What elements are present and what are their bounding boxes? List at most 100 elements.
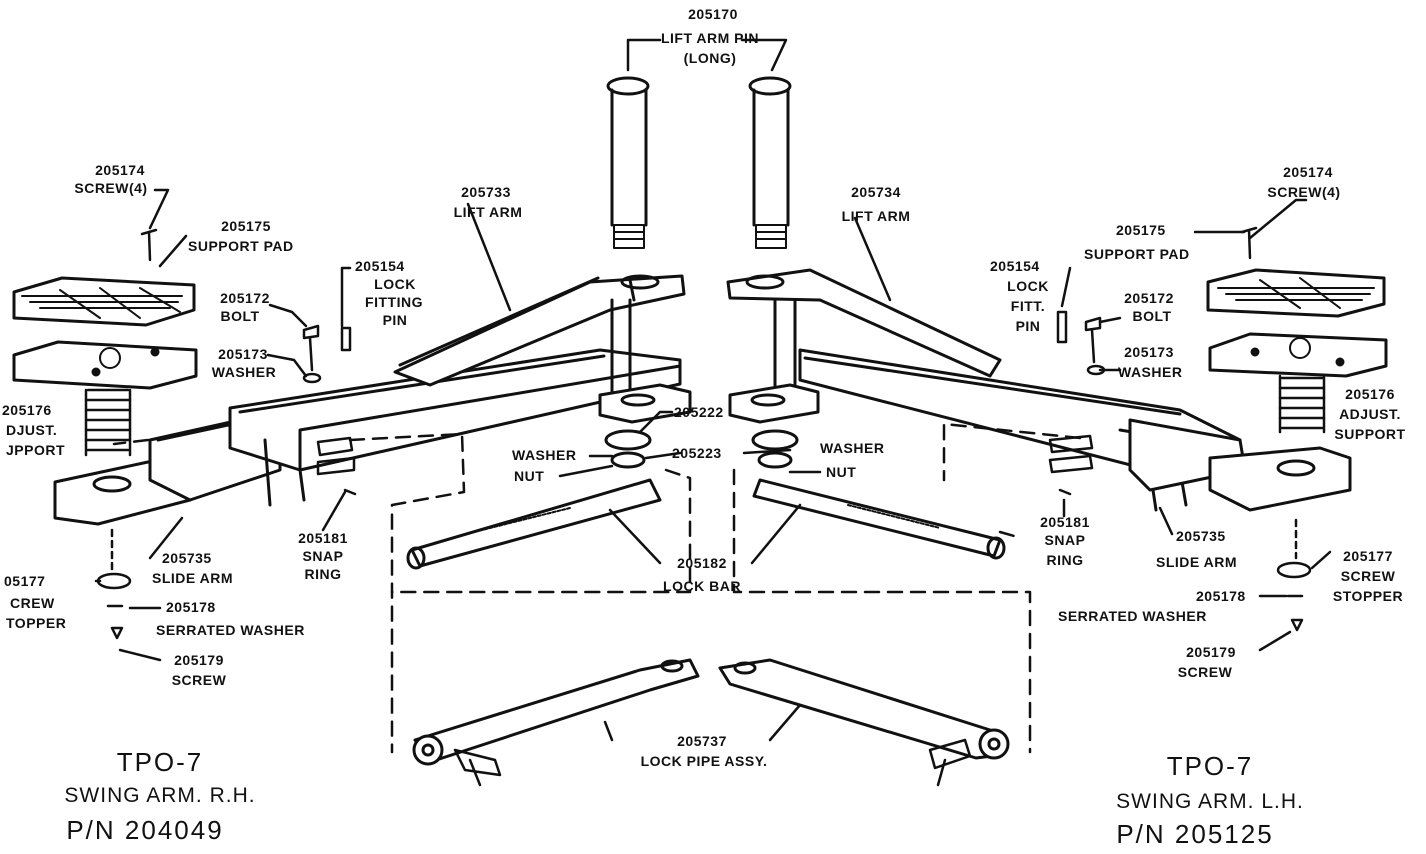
left-stopper-name-2: TOPPER	[6, 615, 67, 631]
left-slide-name: SLIDE ARM	[152, 570, 233, 586]
left-serrated-part-number: 205178	[166, 599, 216, 615]
left-snap-part-number: 205181	[298, 530, 348, 546]
right-lift-arm-pin	[748, 76, 792, 249]
right-pin-name-3: PIN	[1015, 318, 1041, 334]
center-washer-name-right: WASHER	[820, 440, 885, 456]
center-lockbar-name: LOCK BAR	[663, 578, 741, 594]
left-title: TPO-7	[116, 747, 204, 777]
left-snap-name-2: RING	[304, 566, 342, 582]
right-bolt-part-number: 205172	[1124, 290, 1174, 306]
left-lock-bar	[406, 478, 662, 570]
center-pin-note: (LONG)	[683, 50, 737, 66]
left-bolt-name: BOLT	[220, 308, 260, 324]
right-title: TPO-7	[1166, 751, 1254, 781]
left-lift-arm	[393, 274, 686, 412]
right-adjust-part-number: 205176	[1345, 386, 1395, 402]
assembly-dashed-lines	[112, 422, 1082, 754]
left-adjust-name-2: JPPORT	[6, 442, 66, 458]
right-stopper-name-2: STOPPER	[1332, 588, 1404, 604]
right-pivot-plate	[728, 383, 820, 424]
left-lift-arm-pin	[606, 76, 650, 249]
right-serrated-part-number: 205178	[1196, 588, 1246, 604]
right-snap-name-2: RING	[1046, 552, 1084, 568]
right-pad-part-number: 205175	[1116, 222, 1166, 238]
left-screw2-part-number: 205179	[174, 652, 224, 668]
leader-lines	[94, 38, 1332, 742]
left-bottom-fasteners	[96, 528, 132, 640]
right-bottom-fasteners	[1276, 518, 1312, 632]
left-small-fasteners	[140, 228, 357, 496]
left-adjust-part-number: 205176	[2, 402, 52, 418]
right-support-pad	[1206, 268, 1386, 318]
center-nut-name-right: NUT	[826, 464, 857, 480]
center-washer-name-left: WASHER	[512, 447, 577, 463]
left-stopper-name-1: CREW	[10, 595, 55, 611]
right-stopper-name-1: SCREW	[1340, 568, 1396, 584]
left-support-plate	[12, 340, 198, 390]
left-slide-part-number: 205735	[162, 550, 212, 566]
left-screw-name: SCREW(4)	[74, 180, 148, 196]
right-arm-name: LIFT ARM	[841, 208, 911, 224]
left-washer-name: WASHER	[211, 364, 277, 380]
left-part-number: P/N 204049	[66, 815, 224, 845]
right-snap-part-number: 205181	[1040, 514, 1090, 530]
right-slide-part-number: 205735	[1176, 528, 1226, 544]
right-lock-bar	[752, 478, 1006, 560]
center-pin-part-number: 205170	[688, 6, 738, 22]
left-adjust-support	[84, 388, 132, 457]
left-screw2-name: SCREW	[171, 672, 227, 688]
center-nut-part-number: 205223	[672, 445, 722, 461]
right-pin-name-2: FITT.	[1010, 298, 1046, 314]
right-screw-part-number: 205174	[1283, 164, 1333, 180]
left-arm-part-number: 205733	[461, 184, 511, 200]
right-lock-pipe	[718, 658, 1010, 787]
left-adjust-name-1: DJUST.	[6, 422, 58, 438]
left-support-pad	[12, 276, 196, 327]
center-pin-name: LIFT ARM PIN	[660, 30, 760, 46]
right-bolt-name: BOLT	[1132, 308, 1172, 324]
left-lock-pipe	[412, 658, 700, 787]
right-lift-arm	[726, 268, 1002, 412]
left-arm-name: LIFT ARM	[453, 204, 523, 220]
right-snap-name-1: SNAP	[1044, 532, 1086, 548]
right-stopper-part-number: 205177	[1343, 548, 1393, 564]
right-screw-name: SCREW(4)	[1267, 184, 1341, 200]
right-adjust-name-2: SUPPORT	[1334, 426, 1406, 442]
right-washer-name: WASHER	[1118, 364, 1183, 380]
left-pin-name-1: LOCK	[374, 276, 416, 292]
left-stopper-part-number: 05177	[4, 573, 46, 589]
right-arm-part-number: 205734	[851, 184, 901, 200]
right-slide-name: SLIDE ARM	[1156, 554, 1237, 570]
right-part-number: P/N 205125	[1116, 819, 1274, 849]
right-pin-name-1: LOCK	[1007, 278, 1049, 294]
left-pin-name-2: FITTING	[365, 294, 423, 310]
left-screw-part-number: 205174	[95, 162, 145, 178]
right-pad-name: SUPPORT PAD	[1084, 246, 1190, 262]
center-washer-part-number: 205222	[674, 404, 724, 420]
left-pin-part-number: 205154	[355, 258, 405, 274]
center-washer-right	[751, 429, 799, 469]
center-nut-name-left: NUT	[514, 468, 545, 484]
right-pin-part-number: 205154	[990, 258, 1040, 274]
left-pad-part-number: 205175	[221, 218, 271, 234]
left-snap-name-1: SNAP	[302, 548, 344, 564]
right-screw2-name: SCREW	[1177, 664, 1233, 680]
right-subtitle: SWING ARM. L.H.	[1116, 790, 1304, 813]
right-screw2-part-number: 205179	[1186, 644, 1236, 660]
left-bolt-part-number: 205172	[220, 290, 270, 306]
left-pad-name: SUPPORT PAD	[188, 238, 294, 254]
left-subtitle: SWING ARM. R.H.	[64, 784, 256, 807]
left-washer-part-number: 205173	[218, 346, 268, 362]
right-serrated-name: SERRATED WASHER	[1058, 608, 1207, 624]
right-slide-foot	[1208, 446, 1352, 512]
center-lockpipe-name: LOCK PIPE ASSY.	[640, 753, 768, 769]
right-adjust-support	[1278, 374, 1326, 434]
center-washer-left	[604, 429, 652, 469]
right-support-plate	[1208, 332, 1388, 378]
center-lockpipe-part-number: 205737	[677, 733, 727, 749]
left-pin-name-3: PIN	[382, 312, 408, 328]
right-washer-part-number: 205173	[1124, 344, 1174, 360]
right-adjust-name-1: ADJUST.	[1339, 406, 1401, 422]
center-lockbar-part-number: 205182	[677, 555, 727, 571]
